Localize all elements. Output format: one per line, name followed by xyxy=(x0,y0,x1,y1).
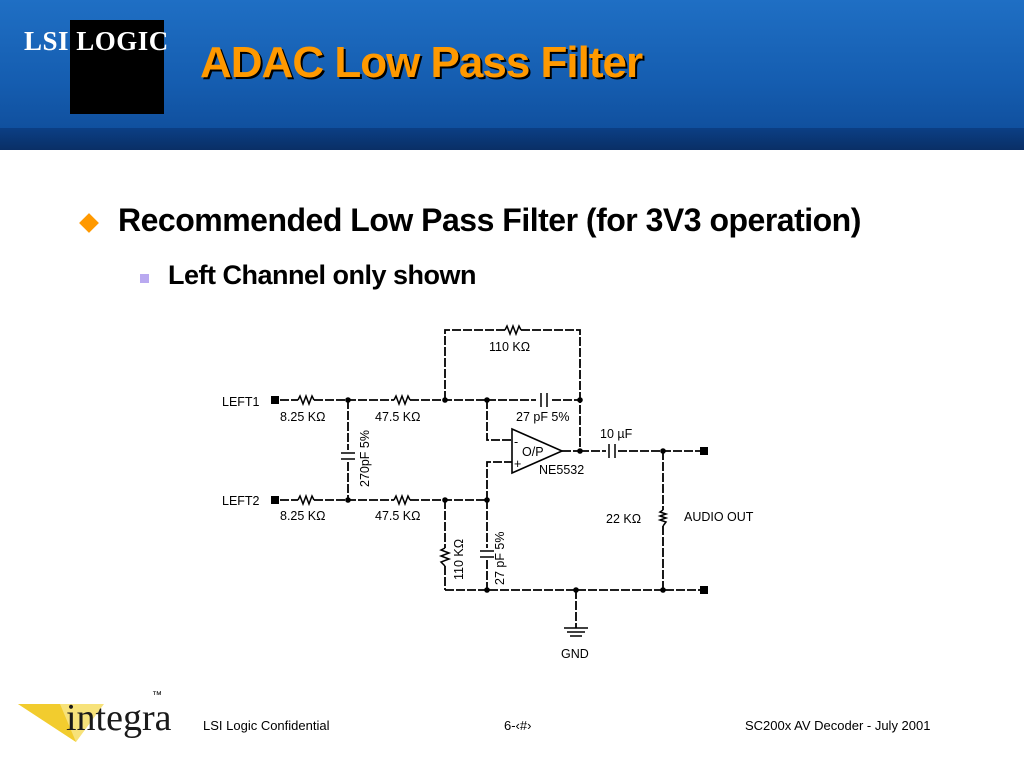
junction-dot xyxy=(345,397,351,403)
label-gnd: GND xyxy=(561,647,589,661)
resistor-mid1-symbol xyxy=(393,393,411,407)
terminal-left2 xyxy=(271,496,279,504)
terminal-audio-gnd xyxy=(700,586,708,594)
label-opamp-minus: - xyxy=(514,435,518,449)
junction-dot xyxy=(442,497,448,503)
footer-page-number: 6-‹#› xyxy=(504,718,532,733)
header-banner xyxy=(0,0,1024,150)
resistor-bottom-symbol xyxy=(438,547,452,567)
footer-confidential: LSI Logic Confidential xyxy=(203,718,330,733)
resistor-in1-symbol xyxy=(297,393,315,407)
bullet-recommended-filter: Recommended Low Pass Filter (for 3V3 ope… xyxy=(118,202,861,238)
junction-dot xyxy=(573,587,579,593)
junction-dot xyxy=(660,587,666,593)
label-c-feedback: 27 pF 5% xyxy=(516,410,570,424)
junction-dot xyxy=(345,497,351,503)
junction-dot xyxy=(484,497,490,503)
label-audio-out: AUDIO OUT xyxy=(684,510,754,524)
junction-dot xyxy=(442,397,448,403)
cap-shunt-symbol xyxy=(341,452,355,460)
cap-out-symbol xyxy=(608,444,616,458)
label-opamp-part: NE5532 xyxy=(539,463,584,477)
label-r-in2: 8.25 KΩ xyxy=(280,509,325,523)
trademark: ™ xyxy=(152,690,162,701)
slide-title: ADAC Low Pass Filter xyxy=(200,38,643,87)
label-r-feedback: 110 KΩ xyxy=(489,340,530,354)
junction-dot xyxy=(577,448,583,454)
terminal-audio-out xyxy=(700,447,708,455)
integra-logo: integra xyxy=(66,697,172,739)
label-c-out: 10 µF xyxy=(600,427,633,441)
square-bullet-icon xyxy=(140,274,149,283)
wire-feedback-top xyxy=(444,329,581,400)
junction-dot xyxy=(484,587,490,593)
header-stripe xyxy=(0,128,1024,150)
label-c-shunt: 270pF 5% xyxy=(358,430,372,487)
label-opamp-plus: + xyxy=(514,457,521,471)
opamp-symbol xyxy=(511,427,564,475)
footer-doc-title: SC200x AV Decoder - July 2001 xyxy=(745,718,931,733)
label-opamp: O/P xyxy=(522,445,544,459)
ground-symbol xyxy=(564,627,588,637)
label-left2: LEFT2 xyxy=(222,494,260,508)
label-c-bottom: 27 pF 5% xyxy=(493,531,507,585)
logo-block xyxy=(70,20,164,114)
label-r-mid1: 47.5 KΩ xyxy=(375,410,420,424)
resistor-out-symbol xyxy=(657,509,669,527)
wire-inverting xyxy=(486,400,512,441)
resistor-feedback-symbol xyxy=(504,323,522,337)
bullet-left-channel: Left Channel only shown xyxy=(168,260,477,290)
cap-bottom-symbol xyxy=(480,550,494,558)
resistor-in2-symbol xyxy=(297,493,315,507)
junction-dot xyxy=(577,397,583,403)
resistor-mid2-symbol xyxy=(393,493,411,507)
label-left1: LEFT1 xyxy=(222,395,260,409)
label-r-out: 22 KΩ xyxy=(606,512,641,526)
junction-dot xyxy=(660,448,666,454)
label-r-mid2: 47.5 KΩ xyxy=(375,509,420,523)
junction-dot xyxy=(484,397,490,403)
label-r-in1: 8.25 KΩ xyxy=(280,410,325,424)
cap-feedback-symbol xyxy=(540,393,548,407)
label-r-bottom: 110 KΩ xyxy=(452,539,466,580)
wire-noninverting xyxy=(486,461,512,500)
lsi-logic-logo: LSI LOGIC xyxy=(24,26,169,56)
terminal-left1 xyxy=(271,396,279,404)
